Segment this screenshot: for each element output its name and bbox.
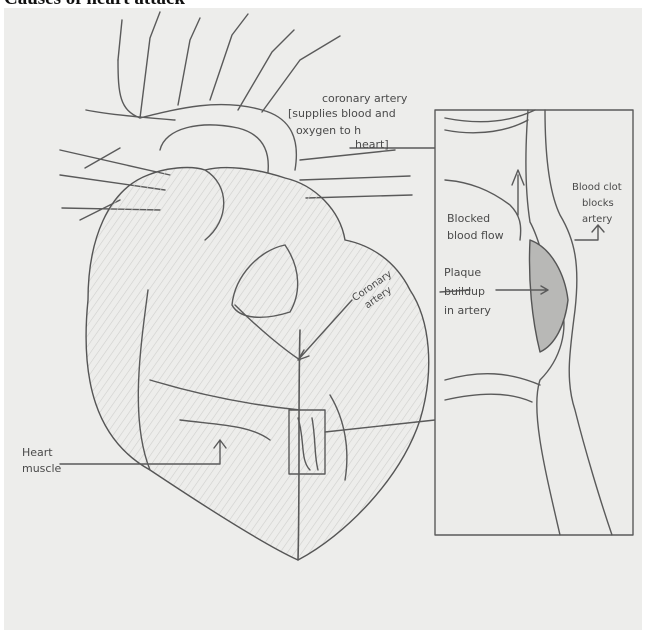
label-line: Heart [22,446,53,459]
label-line: Blood clot [572,182,622,193]
label-line: heart] [355,138,389,151]
label-line: muscle [22,462,62,475]
label-line: oxygen to h [296,124,361,137]
label-line: Blocked [447,212,490,225]
aortic-arch [86,12,340,172]
label-line: buildup [444,285,485,298]
label-line: blocks [582,198,614,209]
label-coronary-artery-top: coronary artery [supplies blood and oxyg… [288,92,408,151]
label-line: in artery [444,304,491,317]
label-heart-muscle: Heart muscle [22,446,62,475]
label-line: Plaque [444,266,481,279]
pulmonary-vessels-right [300,150,412,198]
label-line: blood flow [447,229,504,242]
label-line: coronary artery [322,92,408,105]
heart-outline [86,168,429,560]
label-line: [supplies blood and [288,107,396,120]
label-line: artery [582,214,612,225]
